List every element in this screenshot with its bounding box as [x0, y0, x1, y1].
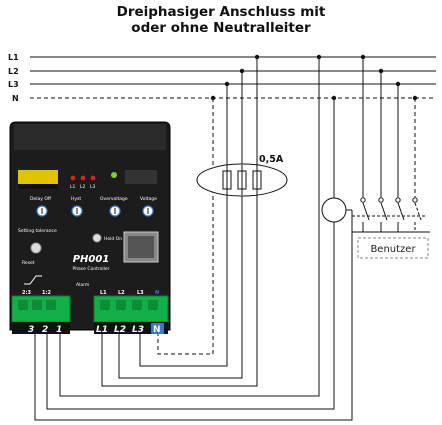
label-bottom-l1: L1	[100, 290, 107, 296]
label-12: 1:2	[42, 290, 51, 296]
output-wires	[34, 57, 353, 421]
in-terminal-l3: L3	[132, 325, 144, 335]
device-model: PH001	[73, 254, 110, 265]
led-label-l1: L1	[70, 184, 76, 190]
panel-hold-on: Hold On	[104, 236, 122, 242]
label-l1: L1	[8, 53, 19, 62]
out-terminal-3: 3	[28, 325, 34, 335]
in-terminal-n: N	[153, 325, 161, 335]
in-terminal-l2: L2	[114, 325, 126, 335]
title-line-1: Dreiphasiger Anschluss mit	[116, 4, 326, 20]
label-bottom-l3: L3	[137, 290, 144, 296]
panel-overvoltage: Overvoltage	[100, 196, 128, 202]
panel-voltage: Voltage	[140, 196, 157, 202]
device-subtitle: Phase Controller	[72, 266, 109, 272]
diagram-title: Dreiphasiger Anschluss mit oder ohne Neu…	[0, 4, 442, 36]
panel-hyst: Hyst	[71, 196, 81, 202]
label-bottom-l2: L2	[118, 290, 125, 296]
label-l3: L3	[8, 80, 19, 89]
panel-setting-tolerance: Setting tolerance	[18, 228, 57, 234]
phase-controller-device: L1 L2 L3 Delay Off Hyst Overvoltage Volt…	[9, 121, 171, 335]
label-l2: L2	[8, 67, 19, 76]
out-terminal-2: 2	[42, 325, 48, 335]
out-terminal-1: 1	[56, 325, 62, 335]
in-terminal-l1: L1	[96, 325, 108, 335]
led-label-l2: L2	[80, 184, 86, 190]
input-wires	[101, 57, 258, 387]
label-n: N	[12, 94, 19, 103]
title-line-2: oder ohne Neutralleiter	[131, 20, 311, 36]
bus-lines	[30, 56, 436, 99]
fuse-label: 0,5A	[259, 154, 284, 165]
fuse-wires	[226, 165, 258, 195]
users-label: Benutzer	[370, 244, 416, 255]
label-23: 2:3	[22, 290, 31, 296]
users-box	[357, 237, 429, 259]
panel-reset: Reset	[22, 260, 35, 266]
led-label-l3: L3	[90, 184, 96, 190]
panel-delay-off: Delay Off	[30, 196, 52, 202]
user-switches	[352, 57, 430, 233]
label-bottom-n: N	[155, 290, 159, 296]
label-alarm: Alarm	[76, 282, 89, 288]
indicator-lamp	[321, 197, 347, 223]
